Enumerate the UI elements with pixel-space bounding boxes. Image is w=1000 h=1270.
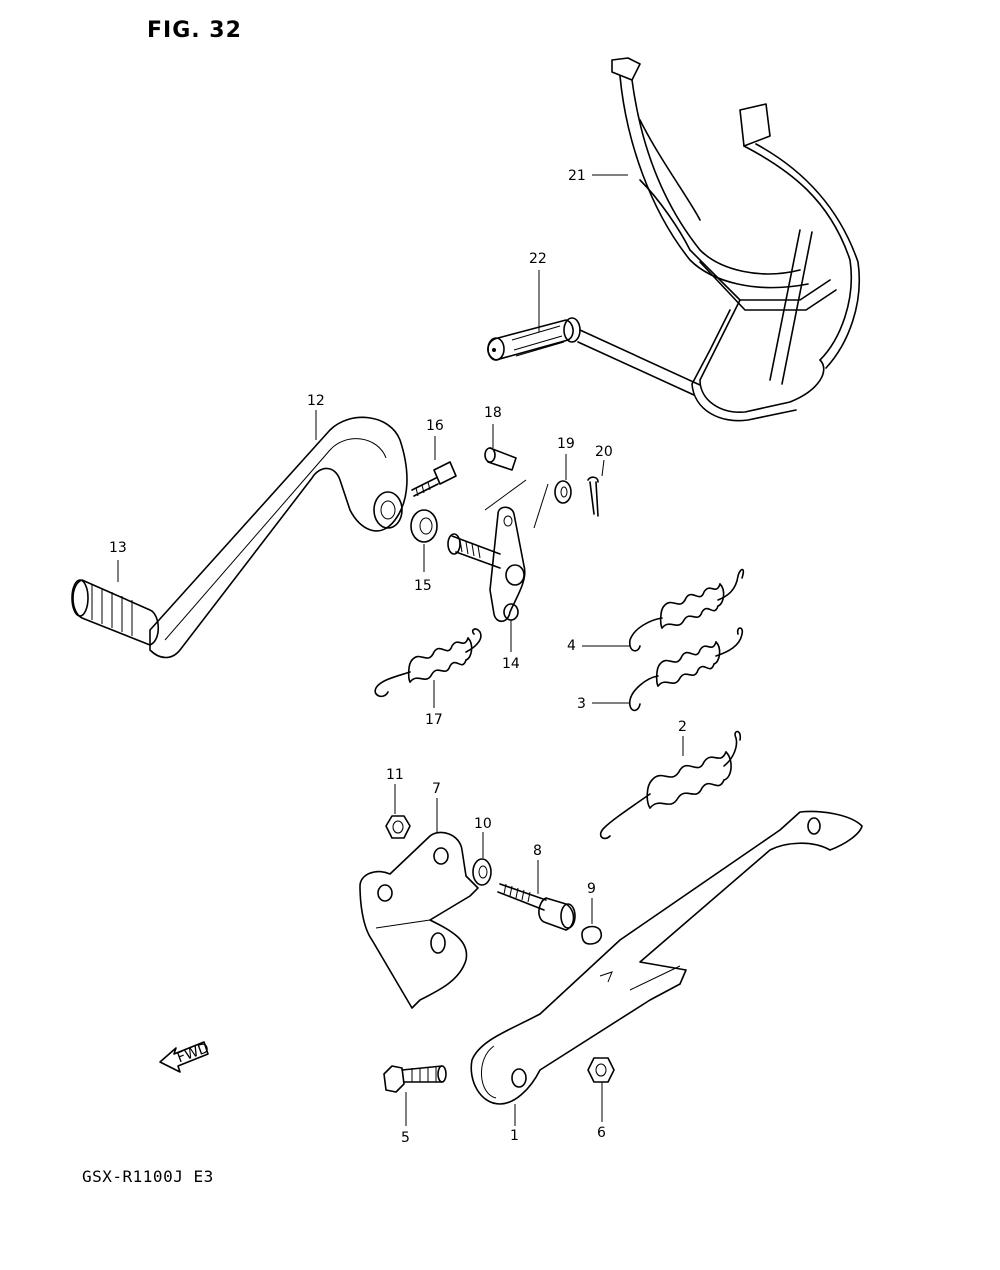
callout-22: 22 [529,251,547,267]
callout-21: 21 [568,168,586,184]
part-13-foot-rubber [71,579,160,646]
part-8-bolt [497,883,576,931]
callout-9: 9 [587,881,596,897]
callout-12: 12 [307,393,325,409]
callout-4: 4 [567,638,576,654]
callout-18: 18 [484,405,502,421]
callout-17: 17 [425,712,443,728]
leader-lines [117,174,684,1126]
figure-title: FIG. 32 [147,18,242,43]
part-1-side-stand [470,810,863,1105]
callout-11: 11 [386,767,404,783]
callout-19: 19 [557,436,575,452]
callout-14: 14 [502,656,520,672]
part-9-cap [581,925,603,945]
part-20-cotter-pin [587,476,599,517]
callout-20: 20 [595,444,613,460]
part-18-pin [484,447,527,511]
part-12-lever-arm [149,416,408,659]
part-15-washer [410,509,438,543]
callout-labels: 21 22 12 16 18 19 20 13 15 14 4 3 17 2 1… [109,168,687,1146]
part-5-bolt [383,1065,447,1093]
part-11-nut [385,815,411,839]
callout-5: 5 [401,1130,410,1146]
model-code: GSX-R1100J E3 [82,1167,214,1186]
callout-6: 6 [597,1125,606,1141]
callout-7: 7 [432,781,441,797]
part-4-spring [628,568,745,652]
callout-1: 1 [510,1128,519,1144]
fwd-label: FWD [175,1040,211,1066]
part-6-nut [587,1057,615,1083]
callout-8: 8 [533,843,542,859]
part-17-spring [374,628,482,698]
part-19-washer [554,480,572,504]
part-3-spring [628,627,744,712]
callout-16: 16 [426,418,444,434]
fwd-arrow-icon: FWD [159,1040,211,1073]
callout-13: 13 [109,540,127,556]
callout-2: 2 [678,719,687,735]
callout-3: 3 [577,696,586,712]
part-14-pivot-plate [447,483,549,623]
part-10-washer [472,858,492,886]
callout-10: 10 [474,816,492,832]
part-2-spring [599,730,742,840]
part-21-stand-frame [611,57,860,422]
part-22-stand-peg [487,317,701,396]
part-7-bracket [359,831,479,1009]
callout-15: 15 [414,578,432,594]
part-16-bolt [411,461,457,497]
